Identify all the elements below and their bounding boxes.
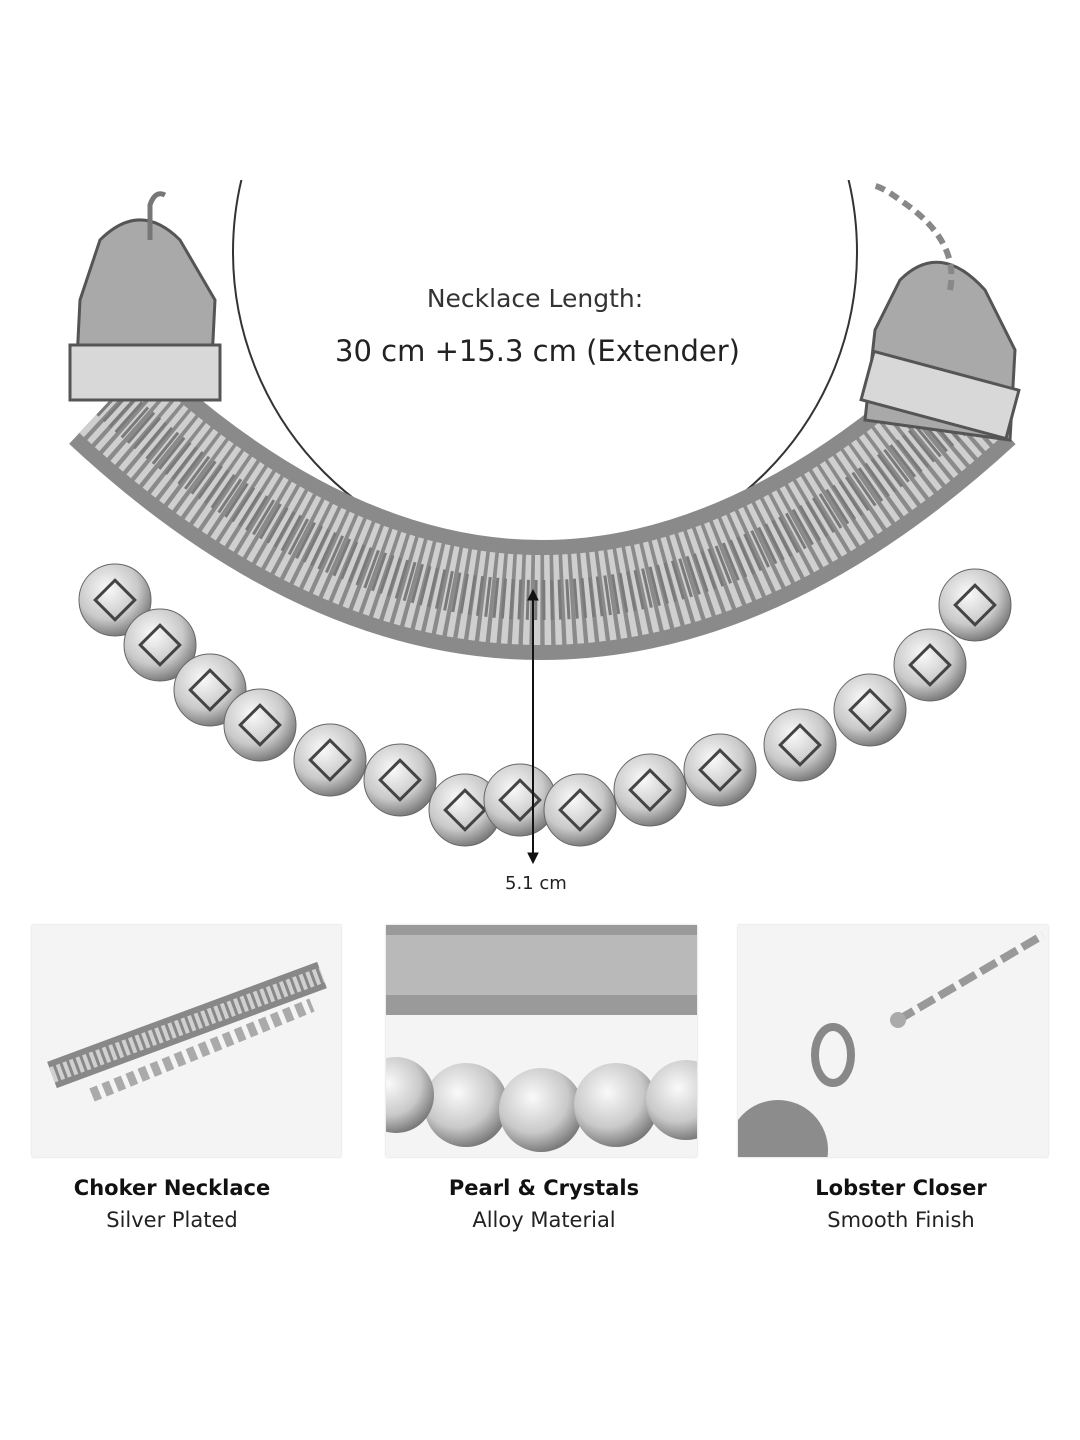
thumb-crystals — [386, 925, 697, 1157]
feature-title: Choker Necklace — [73, 1176, 271, 1200]
feature-lobster: Lobster Closer Smooth Finish — [731, 1176, 1071, 1232]
coin-pendant — [833, 673, 907, 747]
clasp-right — [859, 182, 1021, 442]
length-label: Necklace Length: — [426, 284, 644, 313]
coin-pendant — [223, 688, 297, 762]
coin-star-motif — [378, 758, 422, 802]
coin-pendant — [363, 743, 437, 817]
coin-pendant — [543, 773, 617, 847]
feature-subtitle: Alloy Material — [472, 1208, 616, 1232]
coin-star-motif — [238, 703, 282, 747]
clasp-left — [68, 191, 222, 402]
coin-pendant — [938, 568, 1012, 642]
feature-subtitle: Silver Plated — [106, 1208, 238, 1232]
coin-star-motif — [498, 778, 542, 822]
coin-star-motif — [778, 723, 822, 767]
coin-pendant — [763, 708, 837, 782]
height-arrow — [527, 588, 539, 865]
necklace-band — [69, 355, 1016, 660]
coin-star-motif — [443, 788, 487, 832]
coin-pendant — [293, 723, 367, 797]
coin-star-motif — [138, 623, 182, 667]
feature-subtitle: Smooth Finish — [827, 1208, 975, 1232]
coin-star-motif — [93, 578, 137, 622]
height-value: 5.1 cm — [505, 873, 567, 894]
feature-crystals: Pearl & Crystals Alloy Material — [374, 1176, 714, 1232]
coin-pendant — [613, 753, 687, 827]
coin-star-motif — [628, 768, 672, 812]
coin-star-motif — [953, 583, 997, 627]
length-value: 30 cm +15.3 cm (Extender) — [335, 334, 740, 368]
coin-star-motif — [188, 668, 232, 712]
coin-pendant — [893, 628, 967, 702]
necklace-photo — [68, 180, 1021, 865]
coin-pendant — [123, 608, 197, 682]
feature-choker: Choker Necklace Silver Plated — [2, 1176, 342, 1232]
size-circle-outline — [232, 180, 858, 565]
coin-pendant — [683, 733, 757, 807]
coin-star-motif — [848, 688, 892, 732]
feature-title: Pearl & Crystals — [448, 1176, 640, 1200]
coin-star-motif — [908, 643, 952, 687]
coin-star-motif — [558, 788, 602, 832]
feature-title: Lobster Closer — [815, 1176, 987, 1200]
coin-pendants — [78, 563, 1012, 847]
thumb-choker — [32, 925, 341, 1157]
coin-pendant — [78, 563, 152, 637]
thumb-lobster-clasp — [738, 925, 1048, 1157]
coin-star-motif — [308, 738, 352, 782]
coin-star-motif — [698, 748, 742, 792]
